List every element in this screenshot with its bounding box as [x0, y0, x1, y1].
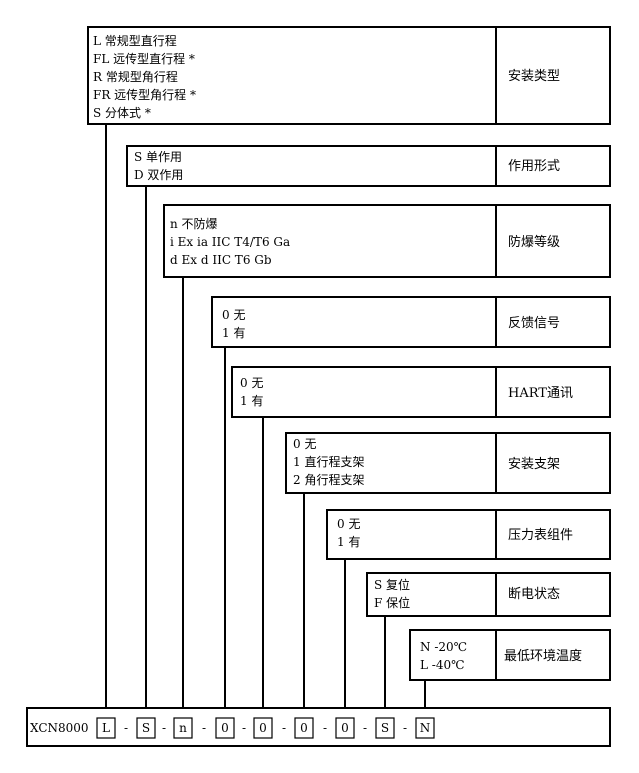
group-pressure-gauge: 0 无 1 有 压力表组件	[326, 509, 611, 560]
code-box-min-ambient-temp	[415, 717, 435, 739]
model-code-frame	[26, 707, 611, 747]
option-text: 1 有	[337, 535, 360, 549]
code-separator: -	[202, 721, 206, 735]
option-text: 1 有	[222, 326, 245, 340]
label-box-explosion-proof	[495, 204, 611, 278]
option-text: R 常规型角行程	[93, 69, 178, 84]
group-label: 作用形式	[508, 159, 560, 174]
code-separator: -	[124, 721, 128, 735]
code-separator: -	[363, 721, 367, 735]
code-value: n	[179, 721, 187, 735]
code-value: L	[102, 721, 110, 735]
option-text: L -40℃	[420, 658, 465, 672]
code-box-power-off-state	[375, 717, 395, 739]
model-name: XCN8000	[30, 721, 89, 735]
code-separator: -	[162, 721, 166, 735]
options-box-hart	[231, 366, 497, 418]
code-value: S	[381, 721, 389, 735]
option-text: L 常规型直行程	[93, 33, 177, 48]
option-text: 0 无	[293, 437, 316, 451]
code-value: 0	[300, 721, 308, 735]
group-feedback-signal: 0 无 1 有 反馈信号	[211, 296, 611, 348]
label-box-mounting-bracket	[495, 432, 611, 494]
options-box-min-ambient-temp	[409, 629, 497, 681]
group-label: HART通讯	[508, 386, 573, 401]
option-text: S 复位	[374, 577, 410, 592]
options-box-install-type	[87, 26, 497, 125]
group-label: 压力表组件	[508, 528, 573, 543]
option-text: F 保位	[374, 595, 410, 610]
option-text: S 分体式 *	[93, 106, 151, 120]
options-box-action-type	[126, 145, 497, 187]
code-box-pressure-gauge	[335, 717, 355, 739]
option-text: FR 远传型角行程 *	[93, 87, 196, 102]
code-value: S	[142, 721, 150, 735]
option-text: 0 无	[222, 308, 245, 322]
label-box-power-off-state	[495, 572, 611, 617]
group-label: 安装类型	[508, 69, 560, 84]
option-text: 1 有	[240, 394, 263, 408]
options-box-feedback-signal	[211, 296, 497, 348]
option-text: 1 直行程支架	[293, 454, 364, 469]
option-text: N -20℃	[420, 640, 467, 654]
label-box-action-type	[495, 145, 611, 187]
options-box-explosion-proof	[163, 204, 497, 278]
code-box-action-type	[136, 717, 156, 739]
label-box-min-ambient-temp	[495, 629, 611, 681]
group-action-type: S 单作用 D 双作用 作用形式	[126, 145, 611, 187]
option-text: 0 无	[240, 376, 263, 390]
code-box-feedback-signal	[215, 717, 235, 739]
code-value: 0	[341, 721, 349, 735]
label-box-install-type	[495, 26, 611, 125]
group-label: 反馈信号	[508, 316, 560, 331]
group-install-type: L 常规型直行程 FL 远传型直行程 * R 常规型角行程 FR 远传型角行程 …	[87, 26, 611, 125]
option-text: 0 无	[337, 517, 360, 531]
label-box-pressure-gauge	[495, 509, 611, 560]
option-text: S 单作用	[134, 150, 182, 164]
group-label: 防爆等级	[508, 234, 560, 250]
group-hart: 0 无 1 有 HART通讯	[231, 366, 611, 418]
code-separator: -	[242, 721, 246, 735]
code-box-install-type	[96, 717, 116, 739]
group-label: 安装支架	[508, 457, 560, 472]
code-box-hart	[253, 717, 273, 739]
group-explosion-proof: n 不防爆 i Ex ia IIC T4/T6 Ga d Ex d IIC T6…	[163, 204, 611, 278]
code-value: N	[420, 721, 431, 735]
code-box-mounting-bracket	[294, 717, 314, 739]
group-power-off-state: S 复位 F 保位 断电状态	[366, 572, 611, 617]
option-text: D 双作用	[134, 168, 183, 182]
group-mounting-bracket: 0 无 1 直行程支架 2 角行程支架 安装支架	[285, 432, 611, 494]
option-text: n 不防爆	[170, 216, 218, 231]
connector-lines	[105, 124, 426, 718]
code-box-explosion-proof	[173, 717, 193, 739]
group-label: 断电状态	[508, 587, 560, 602]
options-box-mounting-bracket	[285, 432, 497, 494]
group-min-ambient-temp: N -20℃ L -40℃ 最低环境温度	[409, 629, 611, 681]
option-text: FL 远传型直行程 *	[93, 51, 195, 66]
model-code-strip: XCN8000 L - S - n - 0 - 0 - 0 - 0 - S - …	[26, 707, 611, 747]
code-separator: -	[403, 721, 407, 735]
code-value: 0	[221, 721, 229, 735]
options-box-power-off-state	[366, 572, 497, 617]
code-separator: -	[323, 721, 327, 735]
option-text: i Ex ia IIC T4/T6 Ga	[170, 235, 290, 249]
group-label: 最低环境温度	[504, 648, 582, 664]
code-separator: -	[282, 721, 286, 735]
code-value: 0	[259, 721, 267, 735]
label-box-hart	[495, 366, 611, 418]
option-text: 2 角行程支架	[293, 472, 364, 487]
option-text: d Ex d IIC T6 Gb	[170, 253, 272, 267]
label-box-feedback-signal	[495, 296, 611, 348]
